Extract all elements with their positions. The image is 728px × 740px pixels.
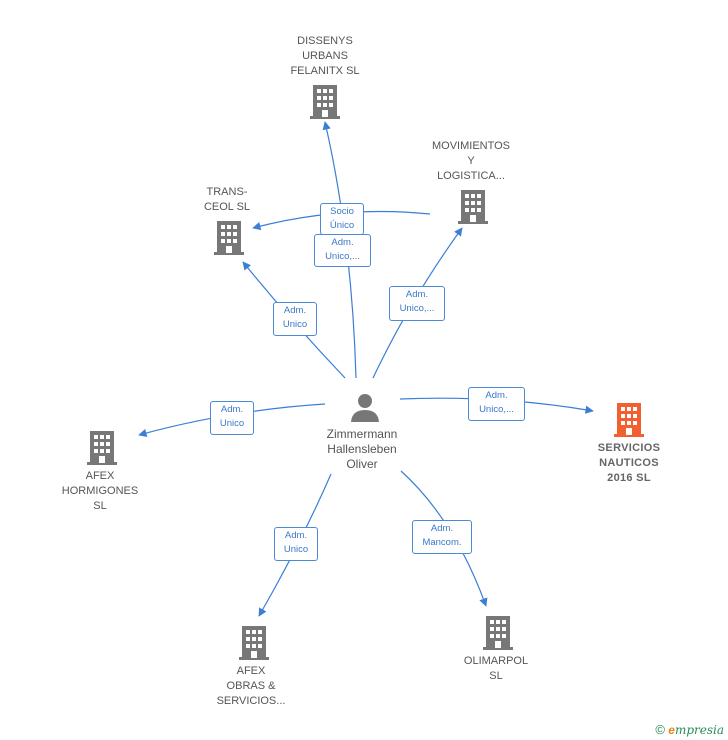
olimarpol-building-icon[interactable] — [483, 616, 513, 650]
afex-hormigones-building-icon[interactable] — [87, 431, 117, 465]
olimarpol-label[interactable]: OLIMARPOL SL — [463, 655, 529, 682]
edge-label-adm-transceol[interactable]: Adm. Unico — [273, 302, 317, 336]
edge-label-adm-afex-obras[interactable]: Adm. Unico — [274, 527, 318, 561]
edge-label-adm-servicios[interactable]: Adm. Unico,... — [468, 387, 525, 421]
edge-label-adm-mancom[interactable]: Adm. Mancom. — [412, 520, 472, 554]
person-name-label[interactable]: Zimmermann Hallensleben Oliver — [326, 427, 398, 471]
dissenys-building-icon[interactable] — [310, 85, 340, 119]
edge-label-adm-movimientos[interactable]: Adm. Unico,... — [389, 286, 445, 321]
edge-label-socio-unico[interactable]: Socio Único — [320, 203, 364, 235]
afex-obras-building-icon[interactable] — [239, 626, 269, 660]
transceol-label[interactable]: TRANS- CEOL SL — [203, 186, 251, 213]
transceol-building-icon[interactable] — [214, 221, 244, 255]
afex-obras-label[interactable]: AFEX OBRAS & SERVICIOS... — [216, 665, 286, 707]
person-icon[interactable] — [350, 392, 380, 422]
servicios-building-icon[interactable] — [614, 403, 644, 437]
brand-name: mpresia — [674, 723, 724, 737]
movimientos-building-icon[interactable] — [458, 190, 488, 224]
dissenys-label[interactable]: DISSENYS URBANS FELANITX SL — [290, 35, 360, 77]
brand-footer: © empresia — [655, 722, 724, 737]
copyright-symbol: © — [655, 722, 665, 737]
edge-label-adm-afex-hormigones[interactable]: Adm. Unico — [210, 401, 254, 435]
afex-hormigones-label[interactable]: AFEX HORMIGONES SL — [61, 470, 139, 512]
servicios-label[interactable]: SERVICIOS NAUTICOS 2016 SL — [597, 442, 661, 484]
movimientos-label[interactable]: MOVIMIENTOS Y LOGISTICA... — [431, 140, 511, 182]
edge-label-adm-dissenys[interactable]: Adm. Unico,... — [314, 234, 371, 267]
brand-logo-initial: e — [668, 723, 675, 737]
